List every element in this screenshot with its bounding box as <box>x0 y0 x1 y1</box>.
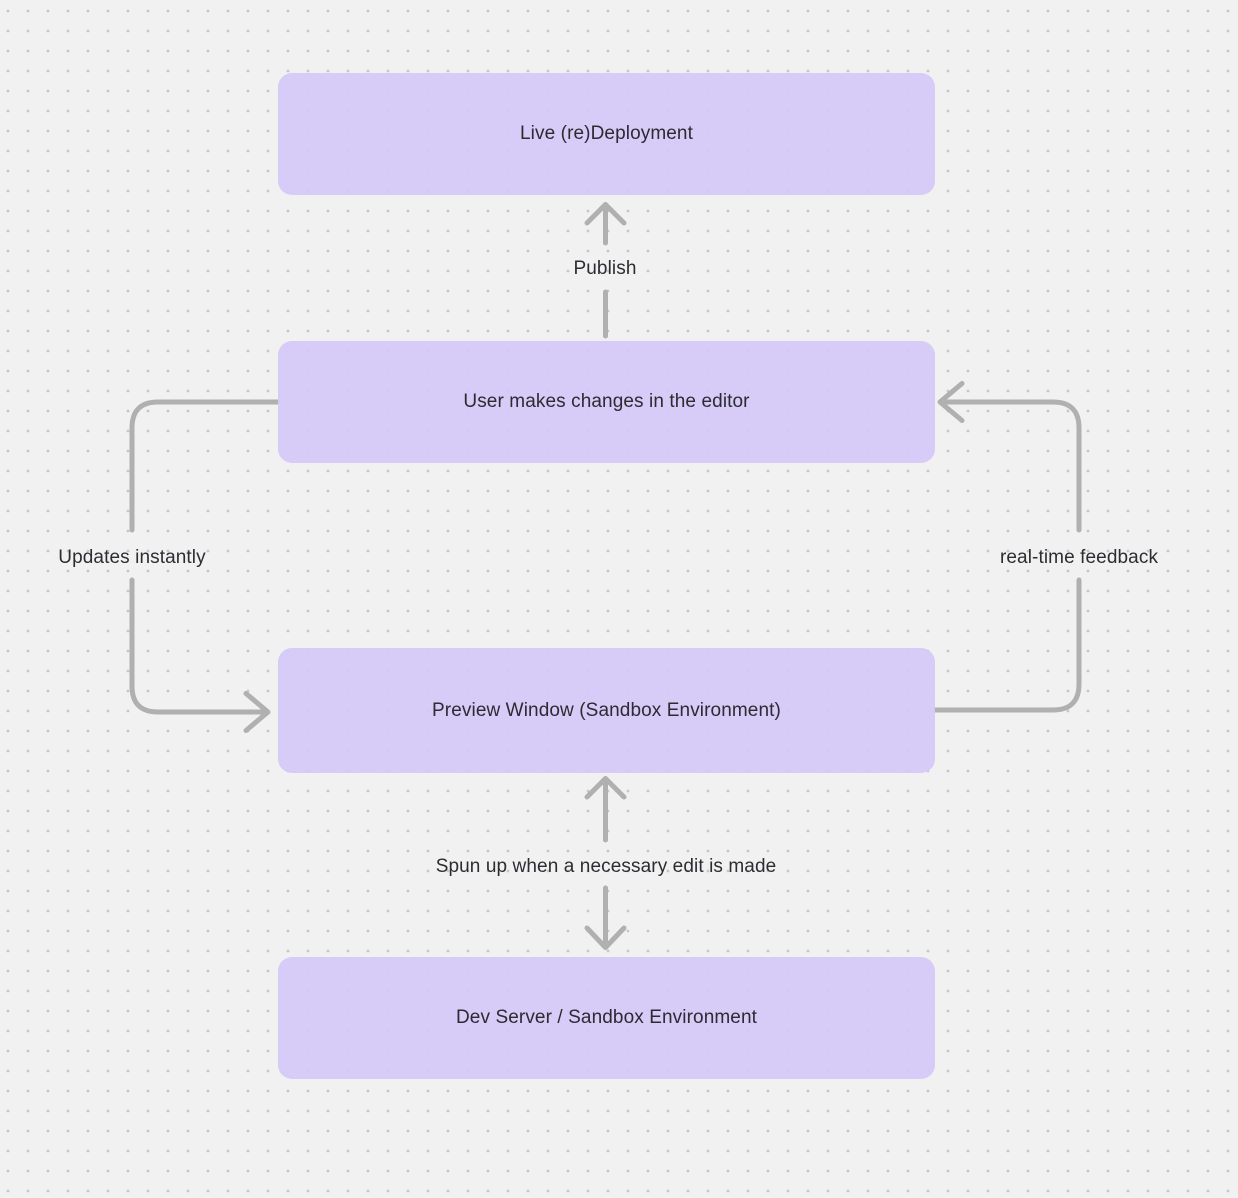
arrowhead-up-icon <box>584 202 627 226</box>
arrowhead-down-icon <box>584 925 627 950</box>
node-live-redeployment: Live (re)Deployment <box>278 73 935 195</box>
node-label: Live (re)Deployment <box>520 123 693 144</box>
arrowhead-up-icon <box>584 776 627 800</box>
edge-label-real-time-feedback: real-time feedback <box>999 547 1159 568</box>
edge-label-publish: Publish <box>573 258 637 279</box>
edge-label-spun-up: Spun up when a necessary edit is made <box>435 856 777 877</box>
arrowhead-right-icon <box>243 691 271 733</box>
node-dev-server: Dev Server / Sandbox Environment <box>278 957 935 1079</box>
node-preview-window: Preview Window (Sandbox Environment) <box>278 648 935 773</box>
arrowhead-left-icon <box>937 381 965 423</box>
node-label: User makes changes in the editor <box>463 391 750 412</box>
edge-label-updates-instantly: Updates instantly <box>58 547 206 568</box>
node-user-editor: User makes changes in the editor <box>278 341 935 463</box>
node-label: Dev Server / Sandbox Environment <box>455 1007 757 1028</box>
node-label: Preview Window (Sandbox Environment) <box>432 699 781 721</box>
